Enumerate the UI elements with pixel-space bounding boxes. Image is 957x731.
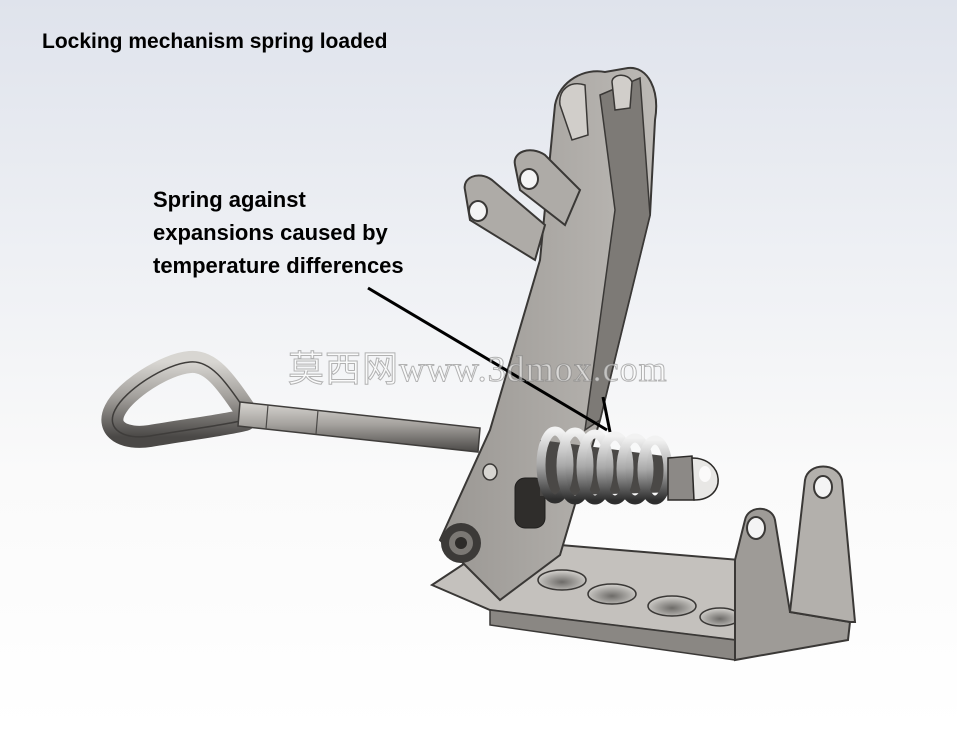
handle-rod [237,401,481,453]
callout-arrow-tip [601,396,612,433]
callout-line-2: expansions caused by [153,220,388,245]
lever-arm [438,66,658,602]
callout-line-1: Spring against [153,187,306,212]
watermark-text: 莫西网www.3dmox.com [288,349,668,390]
callout-line-3: temperature differences [153,253,404,278]
handle-loop [101,350,256,448]
callout-leader-line [367,286,608,432]
acorn-nut [667,455,719,501]
compression-spring [536,426,673,505]
spring-assembly [514,426,719,529]
diagram-title: Locking mechanism spring loaded [42,30,388,53]
spring-callout-label: Spring against expansions caused by temp… [153,183,404,282]
